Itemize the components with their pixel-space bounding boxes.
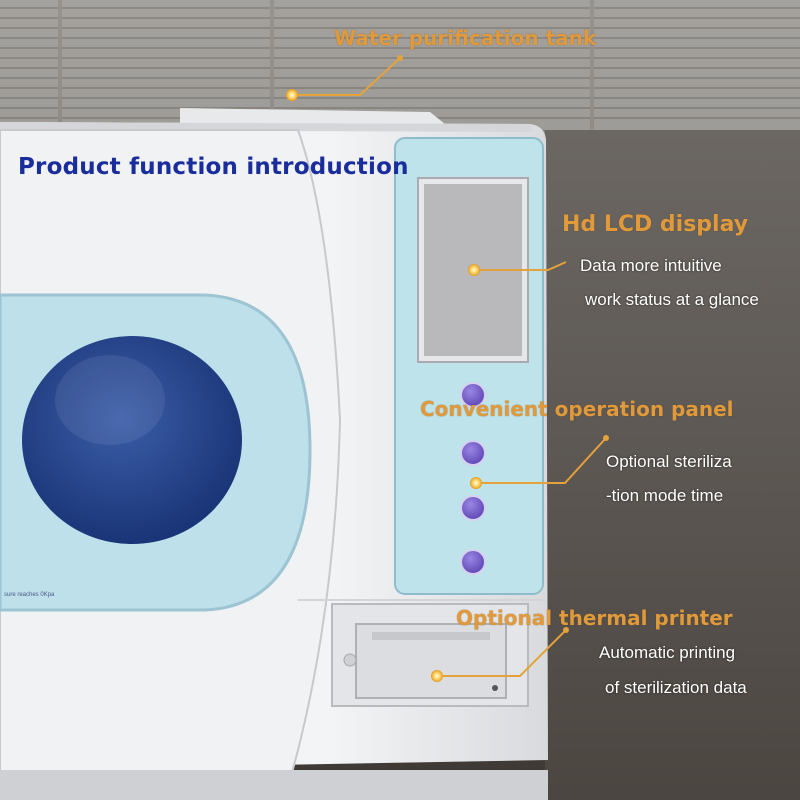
device-label: sure reaches 0Kpa — [4, 592, 55, 598]
door-window — [22, 336, 242, 544]
page-title: Product function introduction — [18, 154, 409, 180]
background-wall — [545, 130, 800, 800]
lcd-heading: Hd LCD display — [562, 212, 749, 237]
panel-button-4[interactable] — [460, 549, 486, 575]
panel-heading: Convenient operation panel — [420, 397, 734, 421]
lcd-line-2: work status at a glance — [585, 290, 759, 309]
printer-line-1: Automatic printing — [599, 643, 736, 662]
callout-dot-tank — [286, 89, 298, 101]
water-tank-lid — [180, 108, 445, 124]
window-blinds — [0, 0, 800, 130]
panel-line-1: Optional steriliza — [606, 452, 732, 471]
callout-lines — [292, 57, 607, 677]
printer-heading: Optional thermal printer — [456, 606, 733, 630]
printer-slot — [372, 632, 490, 640]
lcd-line-1: Data more intuitive — [580, 256, 722, 275]
tank-heading: Water purification tank — [334, 26, 597, 50]
callout-dot-panel — [470, 477, 482, 489]
panel-line-2: -tion mode time — [606, 486, 724, 505]
panel-button-3[interactable] — [460, 495, 486, 521]
callout-dot-printer — [431, 670, 443, 682]
printer-line-2: of sterilization data — [605, 678, 747, 697]
callout-dot-lcd — [468, 264, 480, 276]
printer-indicator — [492, 685, 498, 691]
base — [0, 770, 548, 800]
panel-button-1[interactable] — [460, 382, 486, 408]
panel-button-2[interactable] — [460, 440, 486, 466]
